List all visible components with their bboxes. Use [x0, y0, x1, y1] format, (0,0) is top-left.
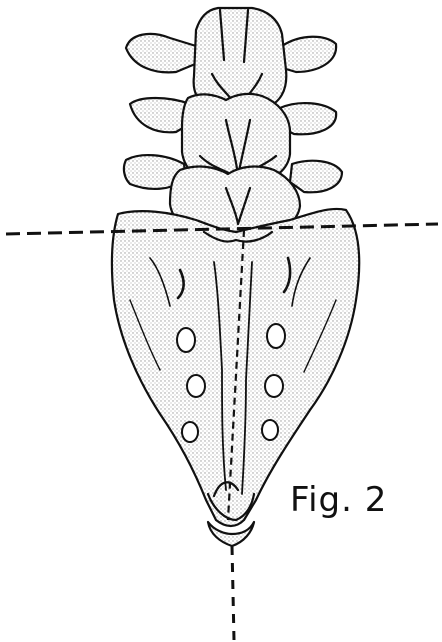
sacral-foramen-left-3 — [182, 422, 198, 442]
figure-label: Fig. 2 — [290, 480, 387, 520]
sacral-foramen-right-3 — [262, 420, 278, 440]
sacral-foramen-left-2 — [187, 375, 205, 397]
sacral-foramen-left-1 — [177, 328, 195, 352]
sacral-foramen-right-1 — [267, 324, 285, 348]
vertical-midline-lower — [232, 546, 234, 640]
lumbar-vertebra-l3 — [126, 8, 336, 110]
sacral-foramen-right-2 — [265, 375, 283, 397]
